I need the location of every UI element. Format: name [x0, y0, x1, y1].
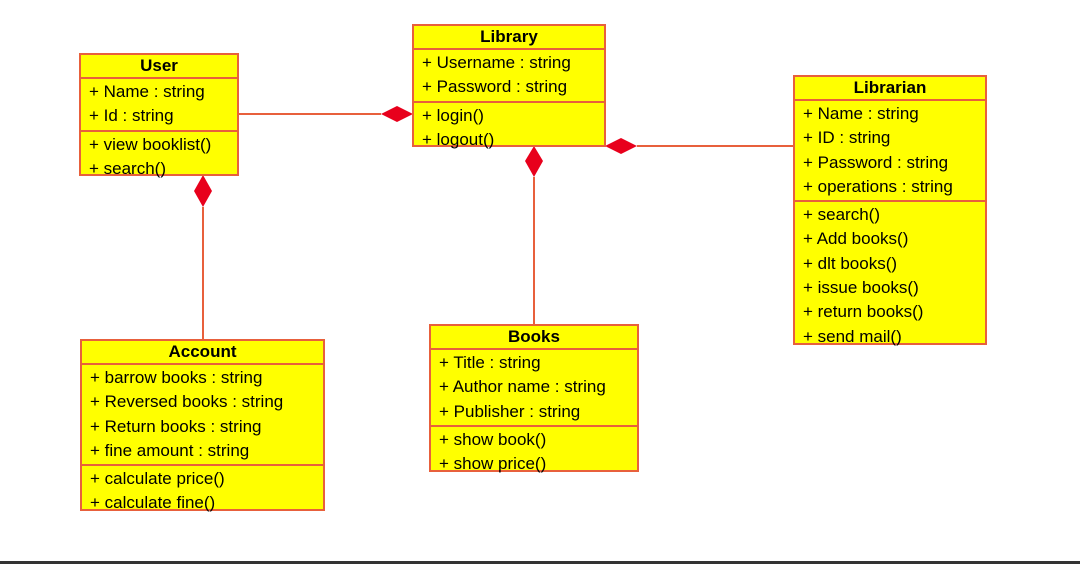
class-librarian-method-dlt-books: + dlt books()	[803, 253, 898, 273]
class-librarian-attributes: + Name : string + ID : string + Password…	[795, 101, 985, 200]
class-user-method-search: + search()	[89, 158, 166, 178]
class-user[interactable]: User + Name : string + Id : string + vie…	[79, 53, 239, 178]
class-library-name: Library	[414, 26, 604, 50]
class-librarian-name: Librarian	[795, 77, 985, 101]
class-books[interactable]: Books + Title : string + Author name : s…	[429, 324, 639, 473]
class-books-attribute-publisher: + Publisher : string	[439, 401, 581, 421]
class-librarian-method-send-mail: + send mail()	[803, 326, 902, 346]
library-composition-diamond-bottom	[525, 146, 543, 177]
class-books-method-show-book: + show book()	[439, 429, 547, 449]
class-account-attribute-return-books: + Return books : string	[90, 416, 262, 436]
class-account-attribute-fine-amount: + fine amount : string	[90, 440, 250, 460]
class-librarian-attribute-password: + Password : string	[803, 152, 949, 172]
class-librarian-method-search: + search()	[803, 205, 880, 225]
class-user-name: User	[81, 55, 237, 79]
class-account-methods: + calculate price() + calculate fine()	[82, 464, 323, 517]
class-librarian-attribute-operations: + operations : string	[803, 176, 953, 196]
class-librarian-method-issue-books: + issue books()	[803, 278, 919, 298]
class-account[interactable]: Account + barrow books : string + Revers…	[80, 339, 325, 512]
class-books-attribute-title: + Title : string	[439, 353, 541, 372]
class-library-attribute-password: + Password : string	[422, 77, 568, 97]
class-librarian-method-return-books: + return books()	[803, 302, 924, 322]
class-books-method-show-price: + show price()	[439, 454, 547, 474]
class-books-attributes: + Title : string + Author name : string …	[431, 350, 637, 425]
library-composition-diamond-left	[381, 106, 413, 122]
class-books-methods: + show book() + show price()	[431, 424, 637, 478]
bottom-divider	[0, 561, 1080, 564]
class-librarian-attribute-name: + Name : string	[803, 104, 919, 123]
class-library-methods: + login() + logout()	[414, 100, 604, 154]
class-account-attribute-barrow-books: + barrow books : string	[90, 368, 263, 387]
class-library-attribute-username: + Username : string	[422, 53, 571, 72]
class-account-attributes: + barrow books : string + Reversed books…	[82, 365, 323, 464]
class-user-attributes: + Name : string + Id : string	[81, 79, 237, 130]
class-librarian-methods: + search() + Add books() + dlt books() +…	[795, 200, 985, 350]
class-librarian-attribute-id: + ID : string	[803, 128, 891, 148]
class-account-method-calculate-price: + calculate price()	[90, 469, 225, 489]
class-user-attribute-name: + Name : string	[89, 82, 205, 101]
library-composition-diamond-right	[605, 138, 637, 154]
class-account-method-calculate-fine: + calculate fine()	[90, 493, 216, 513]
class-library-attributes: + Username : string + Password : string	[414, 50, 604, 101]
class-user-method-view-booklist: + view booklist()	[89, 134, 212, 154]
class-books-name: Books	[431, 326, 637, 350]
class-user-attribute-id: + Id : string	[89, 106, 174, 126]
class-library-method-logout: + logout()	[422, 129, 495, 149]
class-account-name: Account	[82, 341, 323, 365]
class-user-methods: + view booklist() + search()	[81, 129, 237, 183]
class-library-method-login: + login()	[422, 105, 484, 125]
class-librarian-method-add-books: + Add books()	[803, 229, 909, 249]
class-books-attribute-author-name: + Author name : string	[439, 377, 606, 397]
user-composition-diamond	[194, 175, 212, 207]
class-account-attribute-reversed-books: + Reversed books : string	[90, 392, 284, 412]
class-library[interactable]: Library + Username : string + Password :…	[412, 24, 606, 149]
class-librarian[interactable]: Librarian + Name : string + ID : string …	[793, 75, 987, 346]
